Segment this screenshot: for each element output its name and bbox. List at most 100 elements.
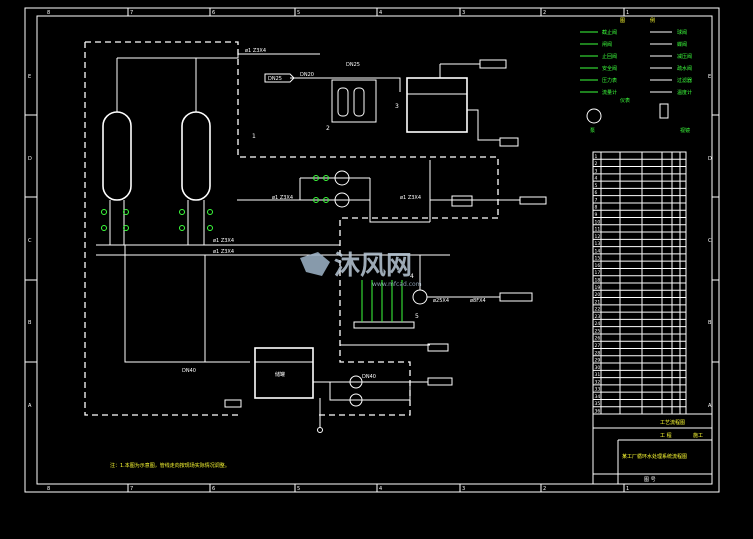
legend-right-3: 疏水阀 <box>677 65 692 72</box>
ruler-top-1: 1 <box>626 10 629 16</box>
bom-row-index: 19 <box>595 285 601 291</box>
tag-pump: ø25X4 <box>433 298 449 304</box>
ruler-top-2: 2 <box>543 10 546 16</box>
outlet-box-right <box>499 137 519 147</box>
ruler-right-A: A <box>708 403 712 409</box>
title-main: 某工厂循环水处理系统流程图 <box>622 453 687 460</box>
legend-right-col: 球阀 蝶阀 减压阀 疏水阀 过滤器 温度计 <box>650 29 692 96</box>
bom-row-index: 31 <box>595 372 601 378</box>
legend-sight-icon <box>659 103 669 119</box>
outer-frame <box>24 7 720 493</box>
mixer-motor <box>412 255 533 305</box>
top-header-pipe <box>117 53 320 59</box>
title-sheet: 图 号 <box>644 477 656 483</box>
bom-row-index: 4 <box>595 176 598 182</box>
legend-sight-label: 视镜 <box>680 127 690 134</box>
watermark-url: www.mfcad.com <box>372 281 422 288</box>
tag-feed: DN25 <box>268 76 282 82</box>
lower-pump-pipes <box>313 381 428 401</box>
ruler-bottom-1: 1 <box>626 486 629 492</box>
legend-right-4: 过滤器 <box>677 77 692 84</box>
vessel-2 <box>181 58 211 201</box>
bom-row-index: 16 <box>595 263 601 269</box>
ruler-right-E: E <box>708 74 711 80</box>
filter-unit <box>331 79 377 123</box>
ruler-bottom-6: 6 <box>212 486 215 492</box>
pump-pair-upper <box>299 170 430 223</box>
tag-mid-left: ø1 Z3X4 <box>213 238 234 244</box>
inlet-box-bottom <box>224 399 242 408</box>
bom-row-index: 11 <box>595 227 601 233</box>
bom-row-index: 22 <box>595 307 601 313</box>
tag-in-top: DN20 <box>300 72 314 78</box>
legend-left-1: 闸阀 <box>602 41 612 48</box>
balloon-1: 1 <box>252 133 256 140</box>
ruler-right: E D C B A <box>708 74 719 409</box>
bom-row-index: 32 <box>595 379 601 385</box>
ruler-left: E D C B A <box>25 74 37 409</box>
bom-row-index: 3 <box>595 168 598 174</box>
balloon-5: 5 <box>415 313 419 320</box>
watermark-text: 沐风网 <box>334 251 412 281</box>
bom-row-index: 24 <box>595 321 601 327</box>
drain-point <box>317 427 323 433</box>
tag-flow: ø8FX4 <box>470 298 486 304</box>
bom-row-index: 2 <box>595 161 598 167</box>
balloon-4: 4 <box>410 273 414 280</box>
ruler-top-6: 6 <box>212 10 215 16</box>
drawing-note: 注：1.本图为示意图，管线走向按现场实际情况调整。 <box>110 462 230 469</box>
bom-row-index: 26 <box>595 336 601 342</box>
bom-row-index: 27 <box>595 343 601 349</box>
bom-row-index: 6 <box>595 190 598 196</box>
legend-right-5: 温度计 <box>677 89 692 96</box>
legend-left-col: 截止阀 闸阀 止回阀 安全阀 压力表 流量计 <box>580 29 617 96</box>
title-block: 工艺流程图 工 程 施工 某工厂循环水处理系统流程图 图 号 <box>592 413 713 485</box>
tag-mid-right: ø1 Z3X4 <box>213 249 234 255</box>
bom-row-index: 13 <box>595 241 601 247</box>
heat-exchanger <box>451 195 473 207</box>
legend-left-2: 止回阀 <box>602 53 617 60</box>
ruler-bottom-8: 8 <box>47 486 50 492</box>
legend: 图 例 截止阀 闸阀 止回阀 安全阀 压力表 流量计 球阀 蝶阀 减压阀 疏水阀… <box>580 17 692 134</box>
watermark: 沐风网 www.mfcad.com <box>300 251 422 288</box>
ruler-top-5: 5 <box>297 10 300 16</box>
legend-left-3: 安全阀 <box>602 65 617 72</box>
ruler-top: 8 7 6 5 4 3 2 1 <box>47 8 629 16</box>
outlet-box-top <box>479 59 507 69</box>
tag-lower-out: DN40 <box>362 374 376 380</box>
inner-frame <box>36 15 713 485</box>
manifold <box>353 280 415 329</box>
storage-tank <box>254 347 314 399</box>
bom-row-index: 28 <box>595 350 601 356</box>
vessel-valves <box>101 209 213 231</box>
legend-left-4: 压力表 <box>602 77 617 84</box>
outlet-box-mid <box>519 196 547 205</box>
ruler-right-C: C <box>708 238 712 244</box>
legend-pump-label: 泵 <box>590 128 595 134</box>
watermark-logo-icon <box>300 252 330 276</box>
feed-pipe <box>290 77 401 92</box>
bom-row-index: 14 <box>595 248 601 254</box>
bom-row-index: 23 <box>595 314 601 320</box>
bom-row-index: 10 <box>595 219 601 225</box>
tag-ret-right: ø1 Z3X4 <box>400 195 421 201</box>
bom-row-index: 20 <box>595 292 601 298</box>
ruler-bottom-5: 5 <box>297 486 300 492</box>
bom-row-index: 1 <box>595 154 598 160</box>
bom-row-index: 18 <box>595 278 601 284</box>
main-header-pipes <box>96 244 450 256</box>
bom-row-index: 25 <box>595 328 601 334</box>
ruler-bottom-2: 2 <box>543 486 546 492</box>
legend-pump-icon <box>586 108 602 124</box>
title-drawing: 工艺流程图 <box>660 419 685 426</box>
title-project: 工 程 <box>660 432 672 439</box>
bom-row-index: 30 <box>595 365 601 371</box>
balloon-2: 2 <box>326 125 330 132</box>
boundary-left <box>84 42 240 416</box>
vessel-1 <box>102 58 132 201</box>
bom-row-index: 9 <box>595 212 598 218</box>
balloon-3: 3 <box>395 103 399 110</box>
inlet-arrow <box>264 73 295 83</box>
